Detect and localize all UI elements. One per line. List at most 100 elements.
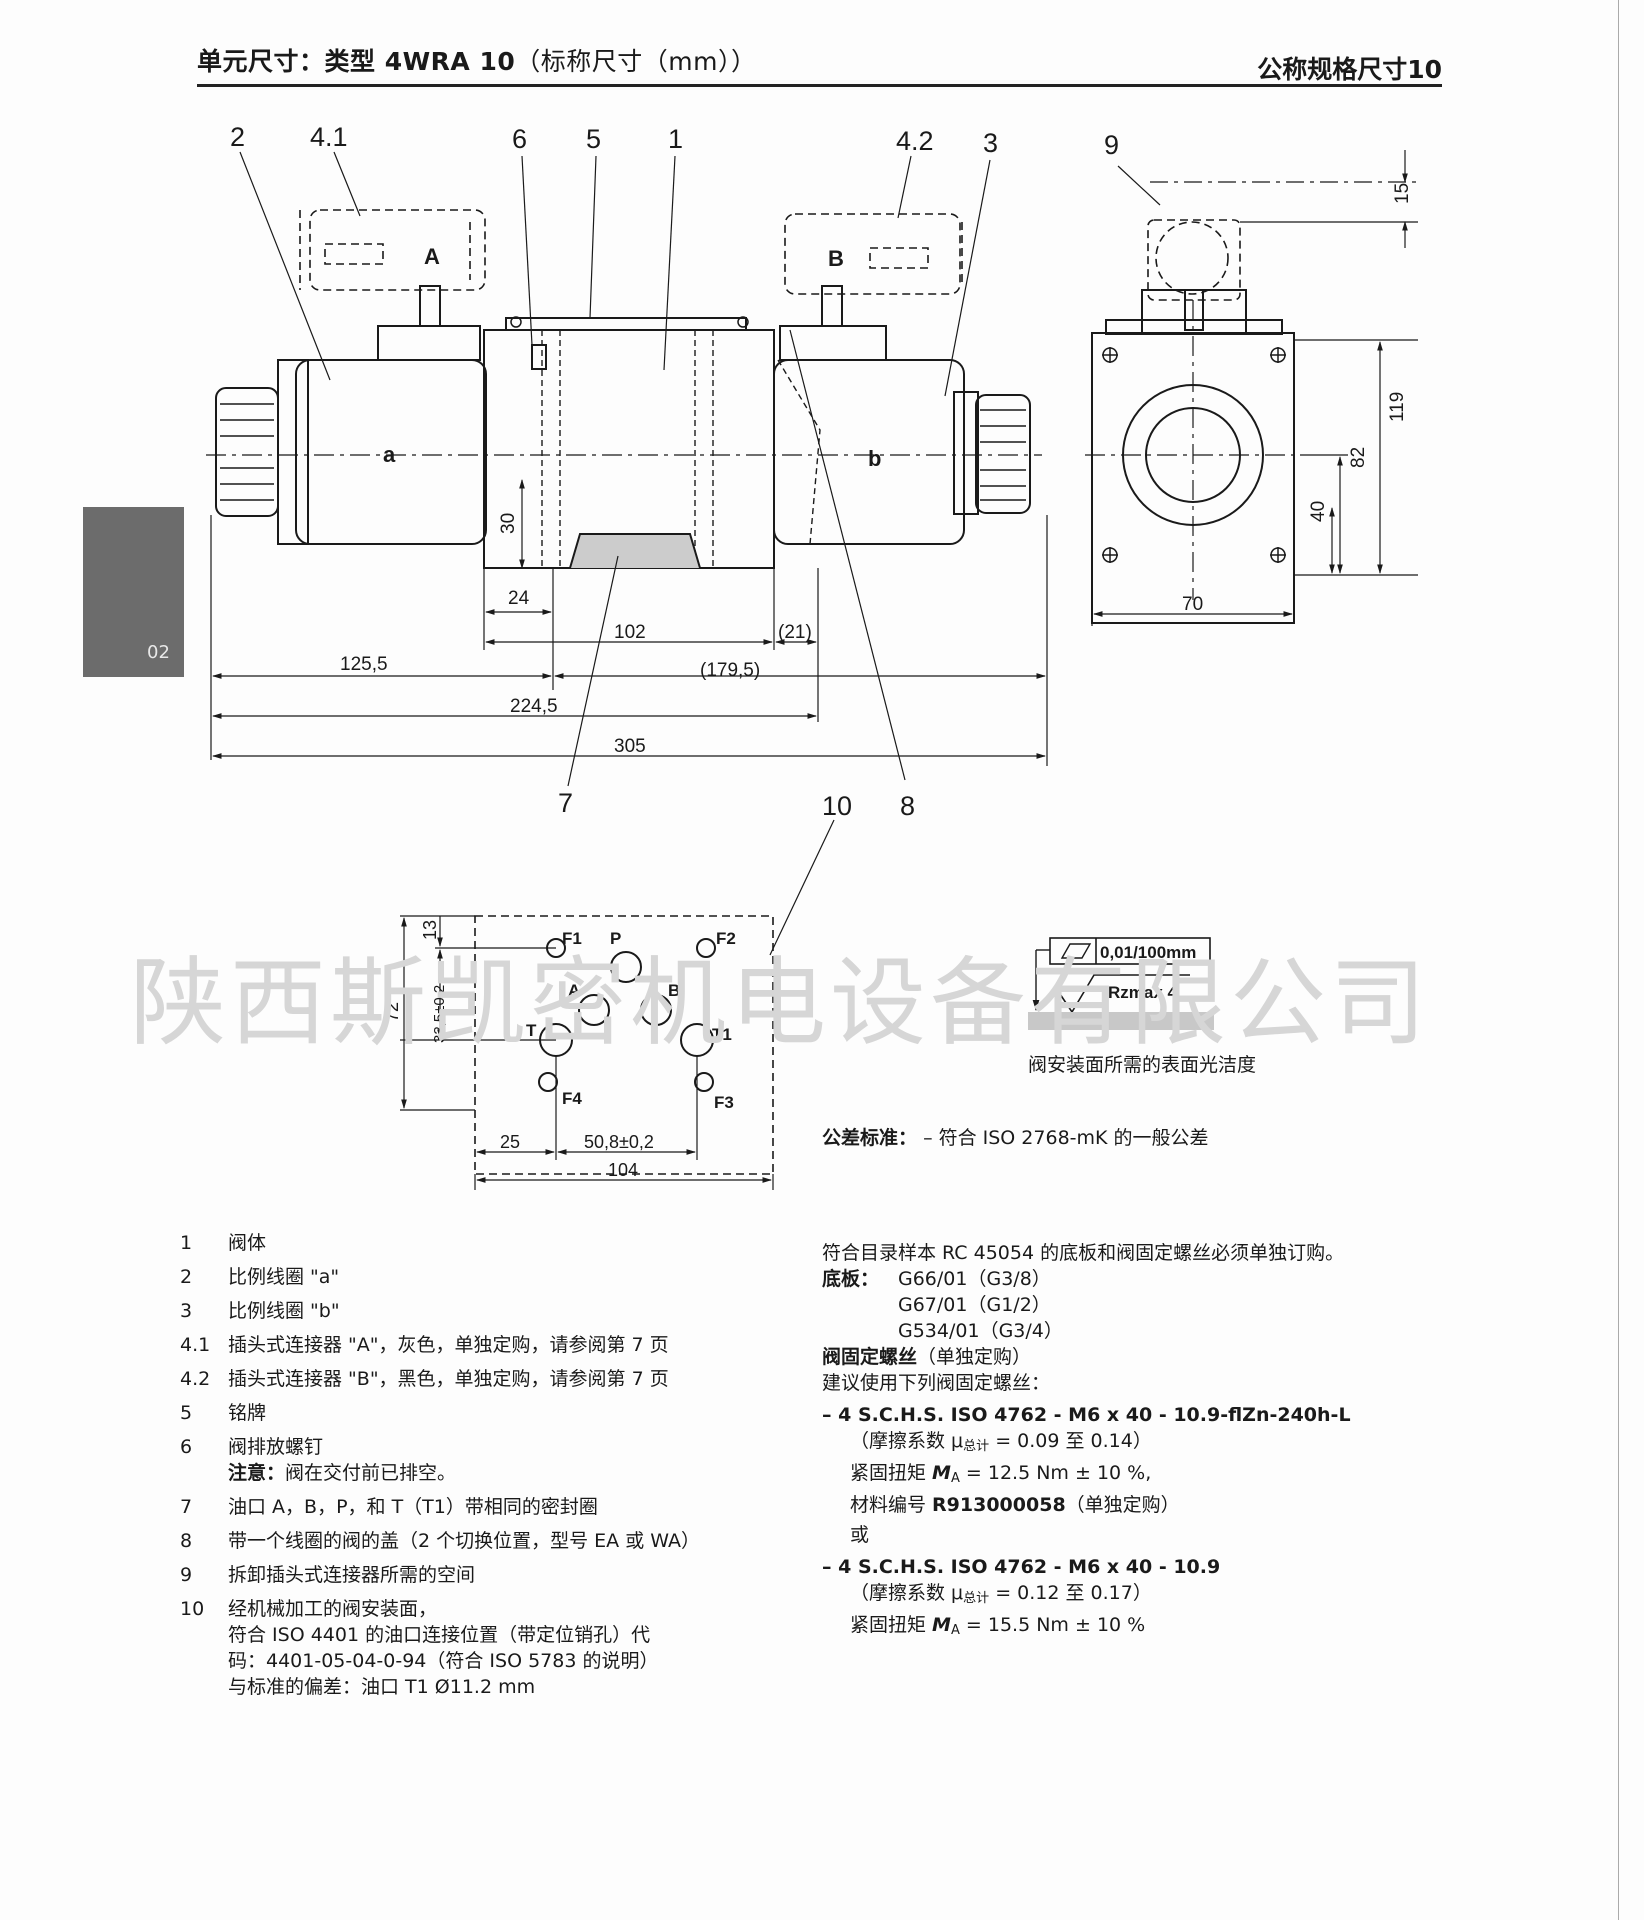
surface-finish-caption: 阀安装面所需的表面光洁度	[1028, 1054, 1257, 1076]
dim-32-5: 32,5±0,2	[431, 985, 448, 1043]
screw-option-2: – 4 S.C.H.S. ISO 4762 - M6 x 40 - 10.9	[822, 1556, 1221, 1578]
legend-num: 2	[180, 1266, 193, 1288]
legend-text: 阀体	[228, 1232, 267, 1254]
legend-num: 5	[180, 1402, 193, 1424]
port-p	[610, 951, 642, 983]
left-coil-cap	[277, 359, 309, 545]
torque-sub: A	[950, 1623, 960, 1638]
dim-125-5: 125,5	[340, 654, 388, 675]
dim-119: 119	[1387, 392, 1408, 422]
callout-7: 7	[558, 788, 573, 818]
label-f4: F4	[562, 1089, 582, 1108]
dim-15: 15	[1392, 183, 1413, 204]
callout-1: 1	[668, 124, 683, 154]
dim-40: 40	[1308, 501, 1329, 522]
legend-num: 10	[180, 1598, 205, 1620]
connector-a-outline	[299, 209, 486, 291]
legend-num: 9	[180, 1564, 193, 1586]
left-knob	[215, 387, 279, 517]
dim-21: (21)	[778, 622, 812, 643]
surface-finish-symbol	[1028, 937, 1214, 1030]
right-connector-pin	[821, 285, 843, 327]
torque-label: 紧固扭矩	[850, 1462, 933, 1484]
coil-a-label: a	[383, 442, 396, 467]
dim-70: 70	[1182, 594, 1203, 615]
label-p: P	[610, 929, 621, 948]
label-t: T	[526, 1021, 537, 1040]
valve-end-view	[1085, 219, 1300, 624]
right-coil-cap	[953, 391, 979, 515]
legend-10-line-3: 码：4401-05-04-0-94（符合 ISO 5783 的说明）	[228, 1650, 659, 1672]
page-tab-label: 02	[147, 642, 170, 663]
legend-10-line-2: 符合 ISO 4401 的油口连接位置（带定位销孔）代	[228, 1624, 651, 1646]
screws-title-suffix: （单独定购）	[917, 1346, 1032, 1368]
friction-text: （摩擦系数 μ	[850, 1430, 964, 1452]
connector-a-letter: A	[424, 244, 440, 269]
valve-body	[483, 329, 775, 569]
baseplate-label: 底板：	[822, 1268, 880, 1290]
callout-4-2: 4.2	[896, 126, 934, 156]
page-tab: 02	[83, 507, 184, 677]
dim-102: 102	[614, 622, 646, 643]
legend-num: 4.2	[180, 1368, 211, 1390]
torque-symbol: M	[932, 1462, 951, 1484]
dim-224-5: 224,5	[510, 696, 558, 717]
callout-3: 3	[983, 128, 998, 158]
torque-label: 紧固扭矩	[850, 1614, 933, 1636]
flatness-value: 0,01/100mm	[1100, 943, 1196, 962]
legend-item: 4.2 插头式连接器 "B"，黑色，单独定购，请参阅第 7 页	[180, 1366, 700, 1392]
legend-text: 比例线圈 "a"	[228, 1266, 340, 1288]
connector-b-letter: B	[828, 246, 844, 271]
callout-5: 5	[586, 124, 601, 154]
legend-text: 拆卸插头式连接器所需的空间	[228, 1564, 476, 1586]
dim-25: 25	[500, 1132, 520, 1152]
dim-305: 305	[614, 736, 646, 757]
torque-sub: A	[950, 1471, 960, 1486]
friction-sub: 总计	[963, 1591, 990, 1606]
legend-num: 8	[180, 1530, 193, 1552]
legend-text: 带一个线圈的阀的盖（2 个切换位置，型号 EA 或 WA）	[228, 1530, 700, 1552]
legend-text: 插头式连接器 "B"，黑色，单独定购，请参阅第 7 页	[228, 1368, 669, 1390]
ordering-notes: 符合目录样本 RC 45054 的底板和阀固定螺丝必须单独订购。 底板： G66…	[822, 1240, 1462, 1644]
dim-82: 82	[1348, 447, 1369, 468]
baseplate-list: 底板： G66/01（G3/8） G67/01（G1/2） G534/01（G3…	[822, 1266, 1462, 1344]
legend-item: 2 比例线圈 "a"	[180, 1264, 700, 1290]
valve-side-view	[206, 209, 1042, 569]
screw1-torque: 紧固扭矩 MA = 12.5 Nm ± 10 %,	[822, 1460, 1462, 1492]
baseplate-item: G66/01（G3/8）	[898, 1268, 1051, 1290]
legend-num: 4.1	[180, 1334, 211, 1356]
callout-4-1: 4.1	[310, 122, 348, 152]
callout-6: 6	[512, 124, 527, 154]
nameplate	[505, 317, 747, 331]
callout-8: 8	[900, 791, 915, 821]
legend-item: 8 带一个线圈的阀的盖（2 个切换位置，型号 EA 或 WA）	[180, 1528, 700, 1554]
watermark: 陕西斯凯密机电设备有限公司	[130, 947, 1430, 1059]
size-heading: 公称规格尺寸10	[1257, 55, 1442, 84]
note-text: 阀在交付前已排空。	[285, 1462, 457, 1484]
screws-intro: 建议使用下列阀固定螺丝：	[822, 1372, 1051, 1394]
material-number: R913000058	[932, 1494, 1066, 1516]
legend-num: 1	[180, 1232, 193, 1254]
label-f1: F1	[562, 929, 582, 948]
dim-24: 24	[508, 588, 530, 609]
screw1-material: 材料编号 R913000058（单独定购）	[822, 1492, 1462, 1518]
friction-range: = 0.12 至 0.17）	[989, 1582, 1152, 1604]
torque-symbol: M	[932, 1614, 951, 1636]
torque-value: = 15.5 Nm ± 10 %	[959, 1614, 1146, 1636]
legend-text: 插头式连接器 "A"，灰色，单独定购，请参阅第 7 页	[228, 1334, 669, 1356]
screws-title: 阀固定螺丝	[822, 1346, 918, 1368]
legend-item: 1 阀体	[180, 1230, 700, 1256]
friction-sub: 总计	[963, 1439, 990, 1454]
legend-item: 9 拆卸插头式连接器所需的空间	[180, 1562, 700, 1588]
coil-b-label: b	[868, 446, 881, 471]
legend-text: 阀排放螺钉	[228, 1436, 324, 1458]
note-label: 注意：	[228, 1462, 286, 1484]
dim-50-8: 50,8±0,2	[584, 1132, 654, 1152]
label-b: B	[668, 981, 680, 1000]
torque-value: = 12.5 Nm ± 10 %,	[959, 1462, 1152, 1484]
scan-edge-line	[1618, 0, 1619, 1920]
